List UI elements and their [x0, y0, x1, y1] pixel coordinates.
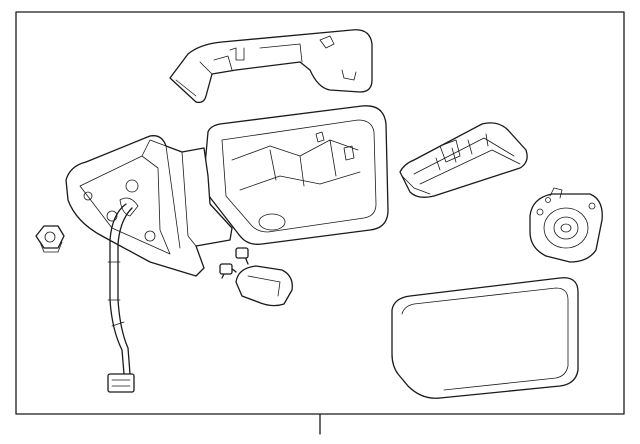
turn-signal-lamp [399, 122, 528, 198]
wiring-harness [107, 203, 135, 393]
mirror-cover-cap [169, 29, 373, 104]
mirror-motor-actuator [529, 187, 603, 263]
puddle-lamp-socket [219, 247, 293, 307]
mirror-glass [391, 277, 579, 399]
mirror-housing [203, 105, 389, 245]
mounting-nut [35, 225, 65, 253]
mirror-base-bracket [65, 135, 233, 277]
